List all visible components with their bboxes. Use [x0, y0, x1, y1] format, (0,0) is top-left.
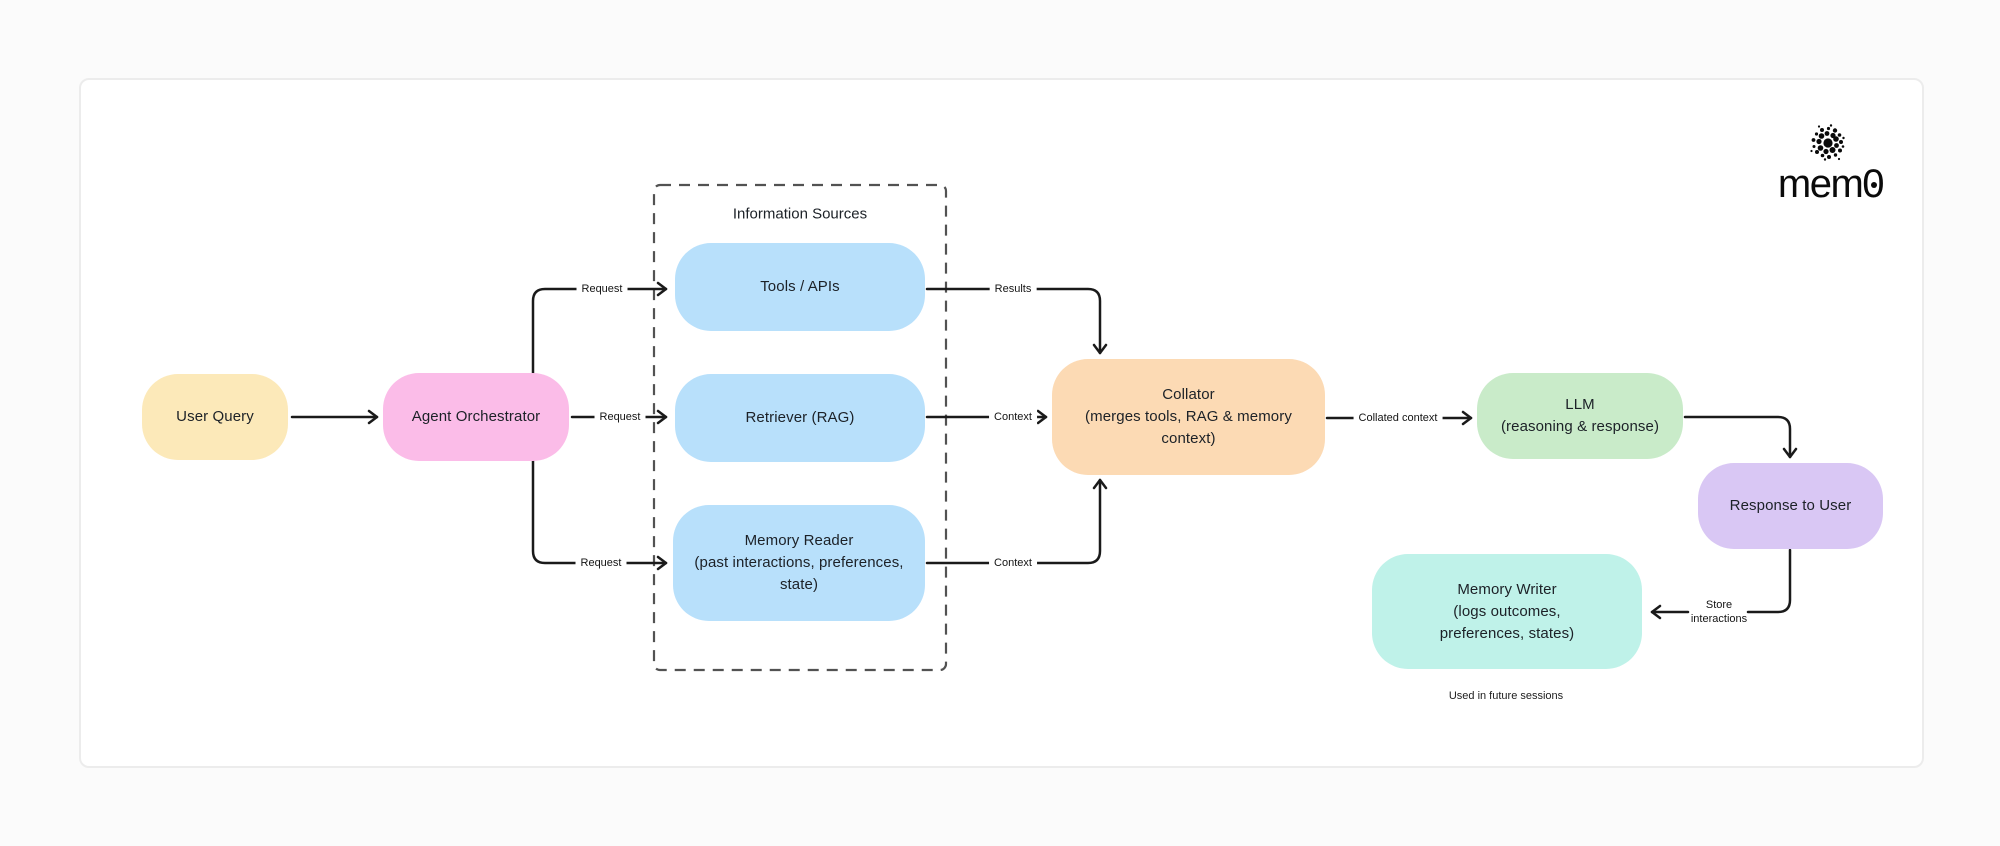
edge-orchestrator-to-memory-reader [531, 459, 668, 571]
edge-label-request-top: Request [576, 281, 628, 297]
mem0-wordmark: mem0 [1777, 162, 1885, 206]
node-memory-reader-sublabel-2: state) [779, 576, 819, 593]
edge-label-context-mid: Context [989, 409, 1037, 425]
node-response-to-user: Response to User [1698, 463, 1883, 549]
information-sources-group-border [652, 183, 948, 672]
node-llm-sublabel: (reasoning & response) [1500, 418, 1660, 435]
node-collator: Collator (merges tools, RAG & memory con… [1052, 359, 1325, 475]
edge-label-context-bottom: Context [989, 555, 1037, 571]
mem0-zero-dot [1871, 182, 1877, 188]
information-sources-group-title: Information Sources [732, 205, 868, 223]
edge-memory-reader-to-collator [925, 478, 1108, 565]
node-memory-writer-sublabel-1: (logs outcomes, [1453, 602, 1561, 620]
node-collator-sublabel-2: context) [1161, 430, 1216, 447]
node-agent-orchestrator: Agent Orchestrator [383, 373, 569, 461]
mem0-logo-icon [1810, 124, 1845, 161]
edge-label-request-bottom: Request [575, 555, 627, 571]
node-response-to-user-label: Response to User [1729, 497, 1852, 514]
node-user-query-label: User Query [176, 408, 254, 425]
node-memory-reader-label: Memory Reader [744, 532, 854, 549]
node-memory-writer: Memory Writer (logs outcomes, preference… [1372, 554, 1642, 669]
edge-label-store-interactions: Store interactions [1686, 597, 1752, 627]
edge-tools-to-collator [925, 287, 1108, 355]
node-retriever-rag: Retriever (RAG) [675, 374, 925, 462]
node-memory-reader: Memory Reader (past interactions, prefer… [673, 505, 925, 621]
edge-label-collated-context: Collated context [1353, 410, 1443, 426]
edge-label-results: Results [989, 281, 1037, 297]
node-tools-apis-label: Tools / APIs [760, 278, 840, 295]
edge-orchestrator-to-tools [531, 281, 668, 375]
node-llm: LLM (reasoning & response) [1477, 373, 1683, 459]
edge-label-store-line2: interactions [1690, 613, 1748, 625]
node-collator-sublabel-1: (merges tools, RAG & memory [1085, 408, 1292, 425]
node-agent-orchestrator-label: Agent Orchestrator [411, 408, 541, 425]
edge-label-request-mid: Request [594, 409, 646, 425]
node-retriever-rag-label: Retriever (RAG) [745, 409, 855, 426]
edge-llm-to-response [1683, 415, 1798, 459]
node-memory-writer-sublabel-2: preferences, states) [1439, 624, 1575, 642]
future-sessions-note: Used in future sessions [1448, 690, 1564, 702]
edge-label-store-line1: Store [1705, 599, 1733, 611]
node-collator-label: Collator [1162, 386, 1215, 403]
node-tools-apis: Tools / APIs [675, 243, 925, 331]
mem0-logo: mem0 [1758, 118, 1903, 213]
node-memory-writer-label: Memory Writer [1457, 580, 1557, 598]
edge-response-down-segment [1746, 548, 1792, 614]
node-llm-label: LLM [1565, 396, 1595, 413]
node-memory-reader-sublabel-1: (past interactions, preferences, [694, 554, 904, 571]
node-user-query: User Query [142, 374, 288, 460]
